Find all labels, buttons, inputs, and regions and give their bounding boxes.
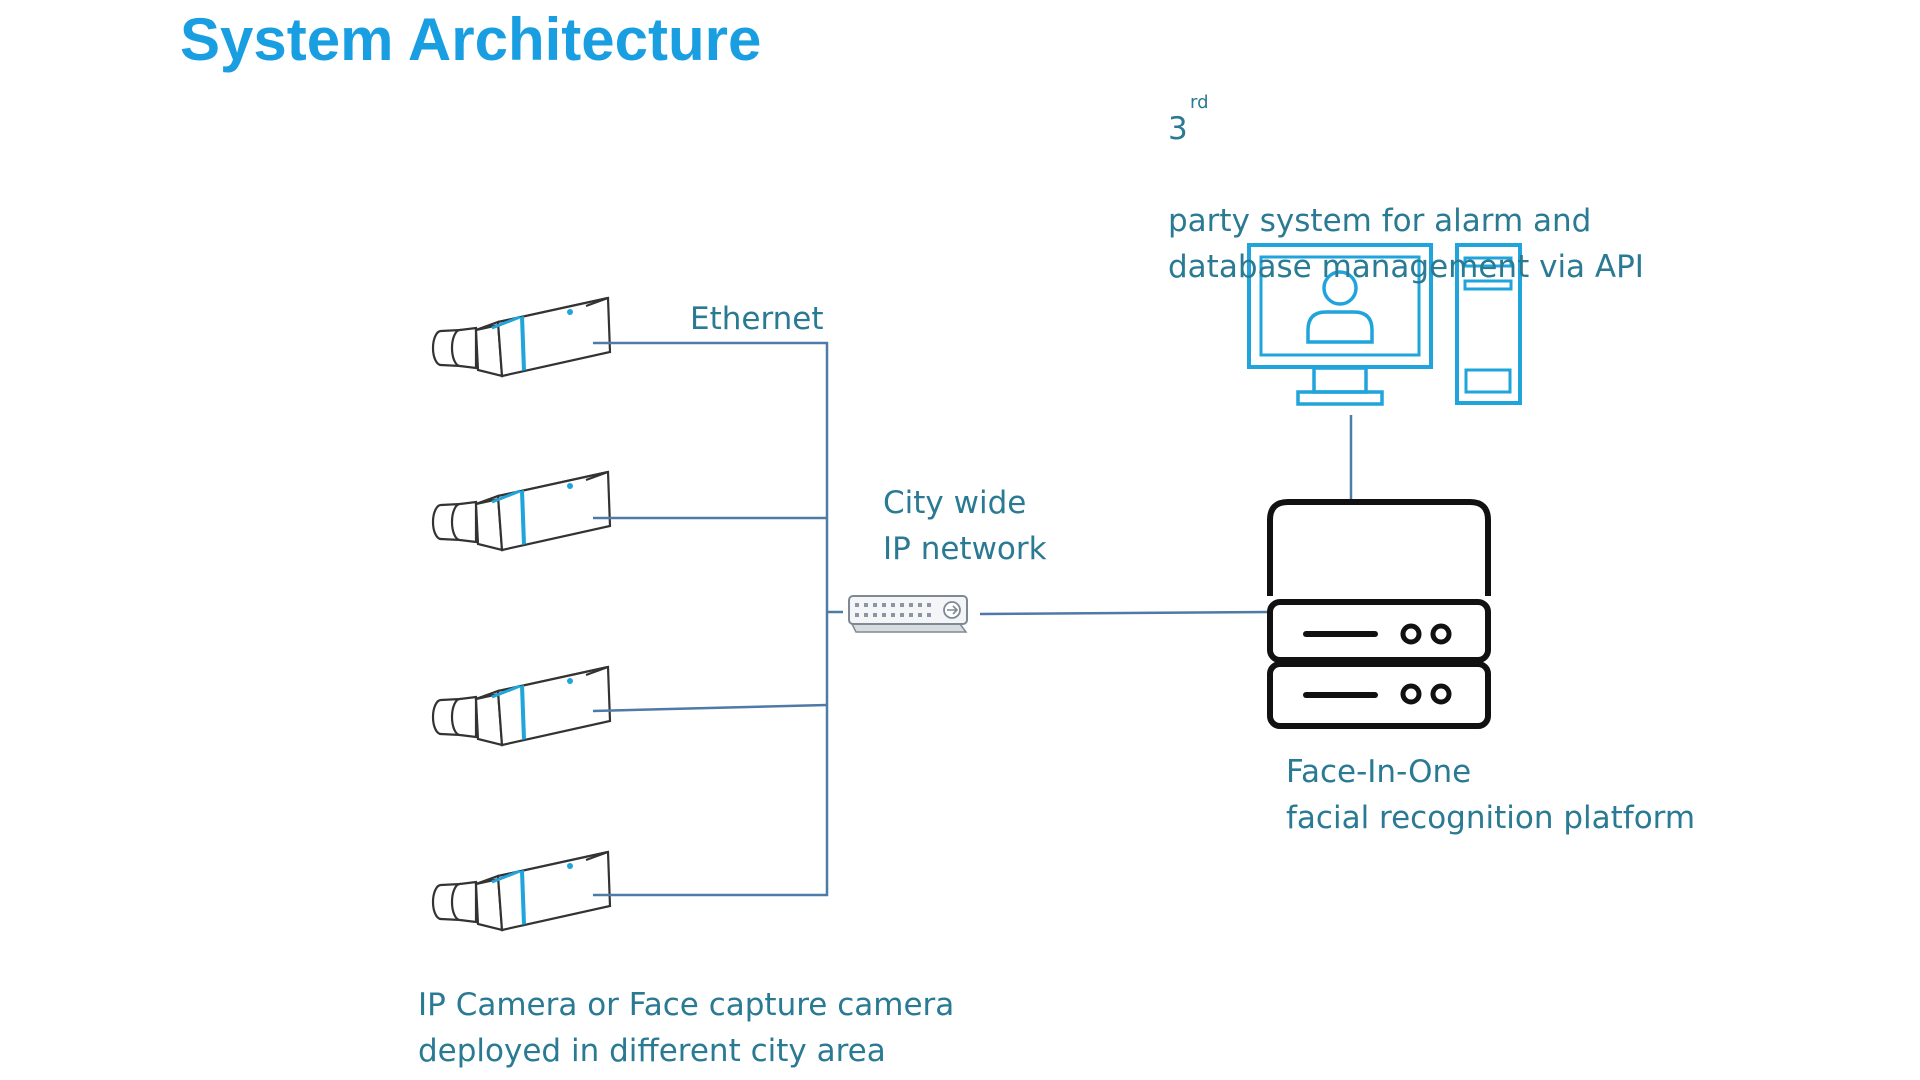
ethernet-label: Ethernet xyxy=(690,301,824,337)
camera-icon xyxy=(431,296,612,378)
camera-icon xyxy=(431,665,612,747)
camera-1 xyxy=(431,296,612,378)
camera-4 xyxy=(431,850,612,932)
edge-camera-1-switch xyxy=(593,341,829,897)
server-icon xyxy=(1267,499,1491,729)
camera-icon xyxy=(431,470,612,552)
camera-icon xyxy=(431,850,612,932)
network-label: City wide IP network xyxy=(883,485,1047,567)
platform-label: Face-In-One facial recognition platform xyxy=(1286,754,1696,836)
camera-3 xyxy=(431,665,612,747)
camera-2 xyxy=(431,470,612,552)
page-title: System Architecture xyxy=(180,6,762,73)
computer-icon xyxy=(1247,243,1522,406)
edge-camera-3-switch xyxy=(592,703,828,713)
edge-switch-server xyxy=(979,610,1271,616)
network-switch-icon xyxy=(848,595,968,633)
ethernet-connections xyxy=(592,341,1353,897)
cameras-label: IP Camera or Face capture camera deploye… xyxy=(418,987,955,1069)
